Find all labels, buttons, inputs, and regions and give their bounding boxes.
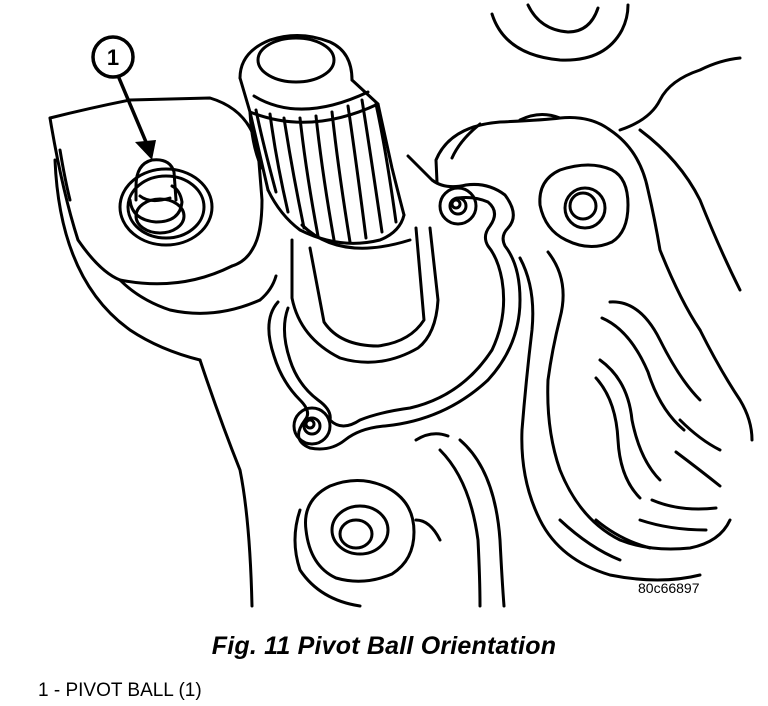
figure-reference-code: 80c66897 [638, 580, 700, 596]
retainer-flange [267, 154, 522, 451]
pivot-ball-boss [118, 167, 214, 247]
left-housing [48, 96, 278, 362]
right-housing [434, 56, 754, 582]
lower-housing [198, 358, 506, 608]
callout-leader-arrow [117, 76, 156, 160]
figure-caption: Fig. 11 Pivot Ball Orientation [211, 632, 557, 660]
input-shaft-sleeve [290, 223, 440, 364]
legend-item: 1 - PIVOT BALL (1) [38, 680, 202, 701]
lower-boss [293, 479, 442, 608]
callout-1: 1 [91, 35, 135, 79]
pivot-ball-diagram: 1 [48, 3, 754, 608]
input-shaft-splines [238, 34, 406, 245]
legend: 1 - PIVOT BALL (1) [38, 680, 202, 702]
callout-number: 1 [107, 45, 119, 70]
top-boss [490, 3, 630, 62]
